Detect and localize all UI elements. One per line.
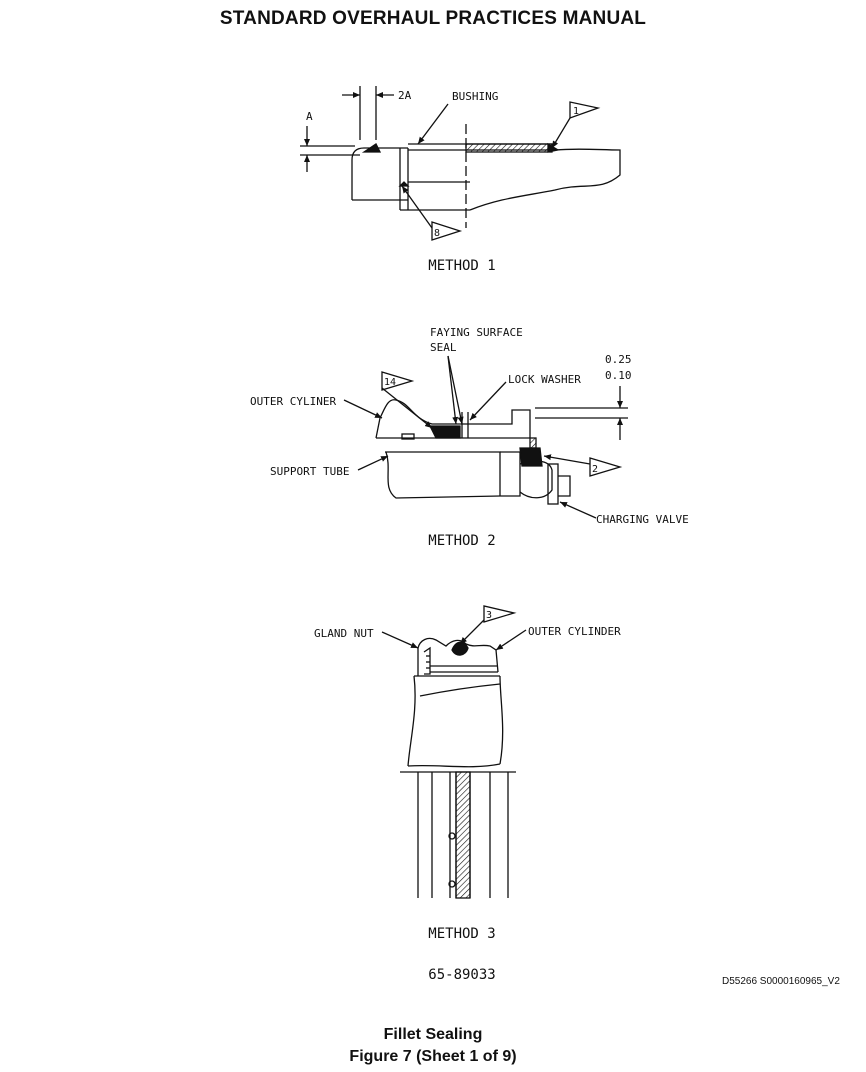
page-title: STANDARD OVERHAUL PRACTICES MANUAL (219, 8, 647, 29)
dim-025-label: 0.25 (605, 353, 632, 366)
flag-8: 8 (434, 228, 440, 239)
method3-title: METHOD 3 (428, 926, 495, 942)
method2-title: METHOD 2 (428, 533, 495, 549)
method1-title: METHOD 1 (428, 258, 495, 274)
bushing-label: BUSHING (452, 90, 498, 103)
flag-2: 2 (592, 464, 598, 475)
figure-title: Fillet Sealing (383, 1026, 483, 1043)
outer-cylinder-label: OUTER CYLINDER (528, 625, 621, 638)
dim-2a-label: 2A (398, 89, 412, 102)
figure-number: Figure 7 (Sheet 1 of 9) (349, 1048, 517, 1065)
flag-3: 3 (486, 610, 492, 621)
dim-a-label: A (306, 110, 313, 123)
flag-14: 14 (384, 377, 396, 388)
dim-010-label: 0.10 (605, 369, 632, 382)
support-tube-label: SUPPORT TUBE (270, 465, 349, 478)
charging-valve-label: CHARGING VALVE (596, 513, 689, 526)
outer-cyliner-label: OUTER CYLINER (250, 395, 336, 408)
method1-drawing (300, 86, 621, 241)
drawing-number: 65-89033 (428, 967, 495, 983)
lock-washer-label: LOCK WASHER (508, 373, 581, 386)
gland-nut-label: GLAND NUT (314, 627, 374, 640)
flag-1: 1 (573, 106, 579, 117)
reference-code: D55266 S0000160965_V2 (722, 976, 840, 987)
method2-drawing (343, 355, 628, 519)
seal-label: SEAL (430, 341, 457, 354)
method3-drawing (381, 605, 527, 899)
faying-surface-label: FAYING SURFACE (430, 326, 523, 339)
